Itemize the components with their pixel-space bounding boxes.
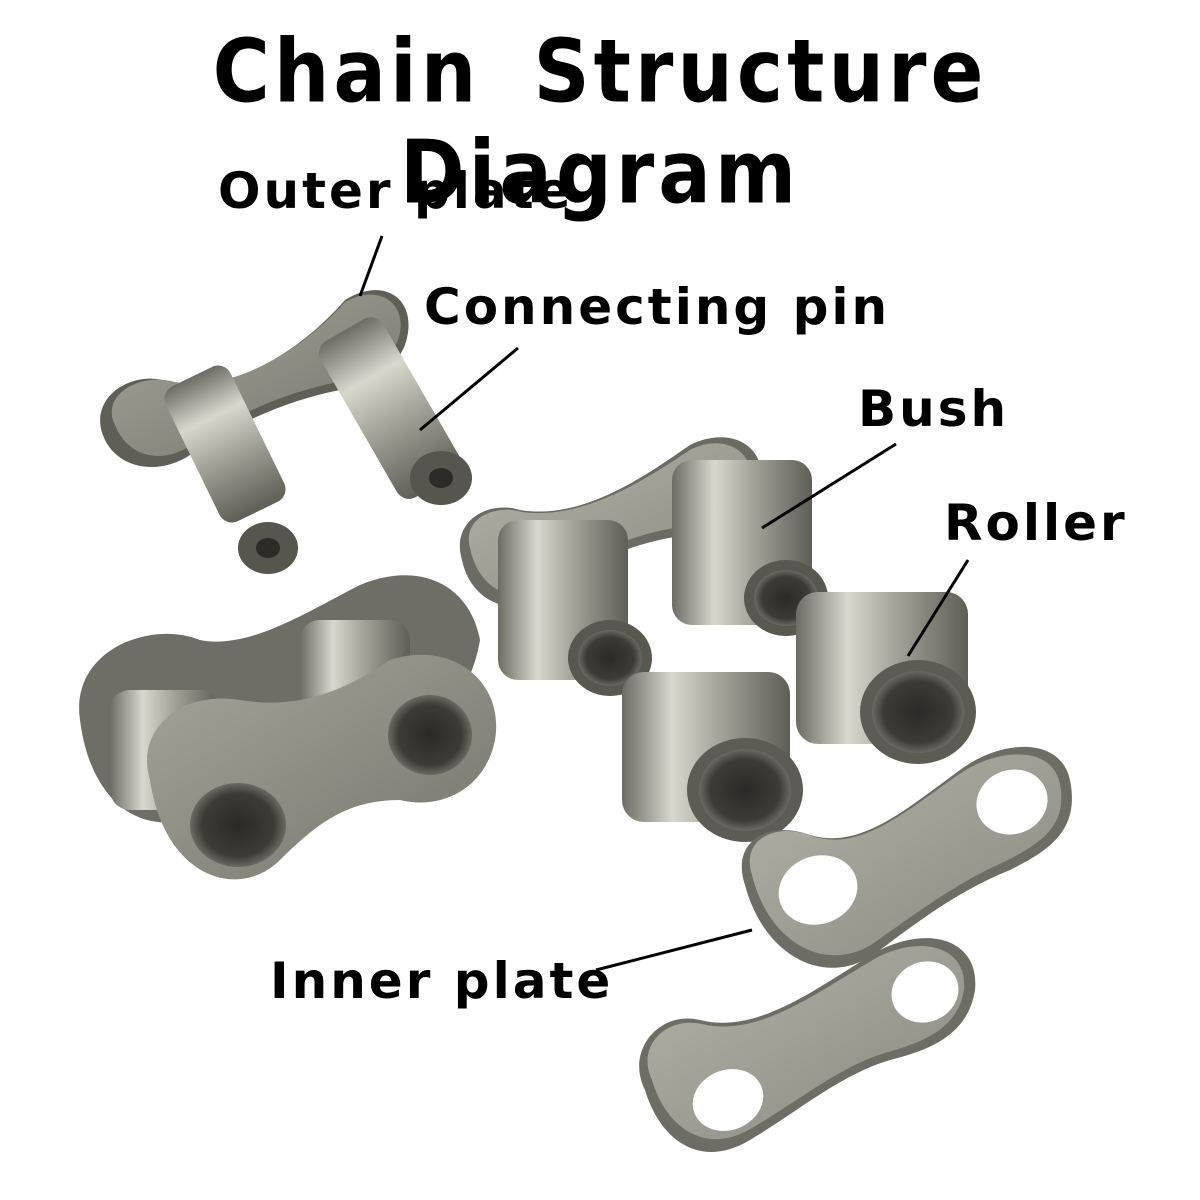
leader-outer-plate	[358, 235, 384, 297]
leader-inner-plate	[595, 928, 753, 972]
connecting-pin-part	[164, 317, 472, 574]
roller-label: Roller	[944, 494, 1128, 552]
roller-part	[622, 592, 976, 842]
diagram-title: Chain Structure Diagram	[212, 22, 988, 224]
bush-label: Bush	[858, 380, 1010, 438]
inner-plate-part	[639, 746, 1072, 1152]
leader-bush	[761, 442, 897, 530]
connecting-pin-label: Connecting pin	[424, 278, 891, 336]
leader-roller	[906, 559, 970, 657]
assembled-inner-link	[79, 575, 497, 880]
inner-plate-label: Inner plate	[270, 952, 614, 1010]
leader-lines	[358, 235, 970, 972]
outer-plate-label: Outer plate	[218, 162, 574, 220]
bush-part	[459, 437, 828, 696]
leader-connecting-pin	[419, 346, 519, 432]
